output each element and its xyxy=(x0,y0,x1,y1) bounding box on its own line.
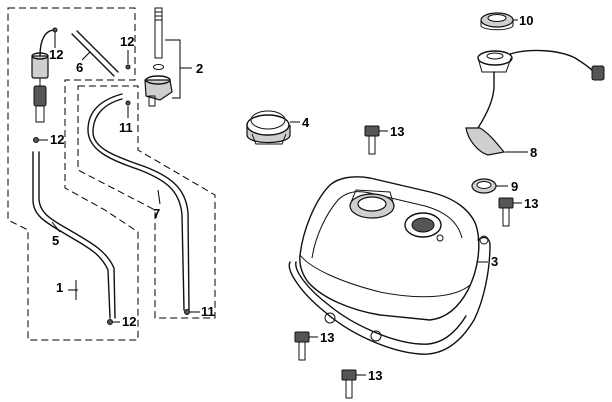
clip-12a xyxy=(52,27,58,33)
clip-12b xyxy=(125,64,131,70)
group-outline-1 xyxy=(7,7,139,341)
callout-6: 6 xyxy=(76,60,83,75)
short-tube-part xyxy=(71,30,119,77)
callout-13d: 13 xyxy=(368,368,382,383)
callout-13b: 13 xyxy=(524,196,538,211)
callout-10: 10 xyxy=(519,13,533,28)
leader-2 xyxy=(165,39,192,99)
clip-12c xyxy=(33,137,39,143)
callout-13a: 13 xyxy=(390,124,404,139)
clip-12d xyxy=(107,319,113,325)
fuel-sender-part xyxy=(465,49,605,156)
vent-tube-part xyxy=(87,93,190,311)
gasket-part xyxy=(471,178,497,194)
tank-cap-part xyxy=(246,110,291,145)
callout-3: 3 xyxy=(491,254,498,269)
callout-2: 2 xyxy=(196,61,203,76)
bolt-13b xyxy=(498,197,514,227)
leader-6 xyxy=(81,51,91,61)
bolt-13c xyxy=(294,331,310,361)
leader-7 xyxy=(157,189,161,205)
clip-11a xyxy=(125,100,131,106)
callout-4: 4 xyxy=(302,115,310,130)
fuel-valve-part xyxy=(144,7,173,107)
callout-5: 5 xyxy=(52,233,59,248)
leader-1 xyxy=(68,280,78,300)
callout-7: 7 xyxy=(153,206,160,221)
callout-13c: 13 xyxy=(320,330,334,345)
callout-8: 8 xyxy=(530,145,537,160)
clip-11b xyxy=(184,309,190,315)
callout-12d: 12 xyxy=(122,314,136,329)
callout-12b: 12 xyxy=(120,34,134,49)
leader-5 xyxy=(51,221,61,233)
bolt-13a xyxy=(364,125,380,155)
lock-nut-part xyxy=(480,12,514,31)
hose-fitting-part xyxy=(31,52,49,123)
callout-1: 1 xyxy=(56,280,63,295)
callout-11a: 11 xyxy=(119,120,133,135)
callout-12a: 12 xyxy=(49,47,63,62)
bolt-13d xyxy=(341,369,357,399)
fuel-hose-part xyxy=(32,151,116,319)
callout-9: 9 xyxy=(511,179,518,194)
callout-12c: 12 xyxy=(50,132,64,147)
fuel-tank-part xyxy=(288,176,491,355)
group-outline-7 xyxy=(77,85,216,319)
callout-11b: 11 xyxy=(201,304,215,319)
